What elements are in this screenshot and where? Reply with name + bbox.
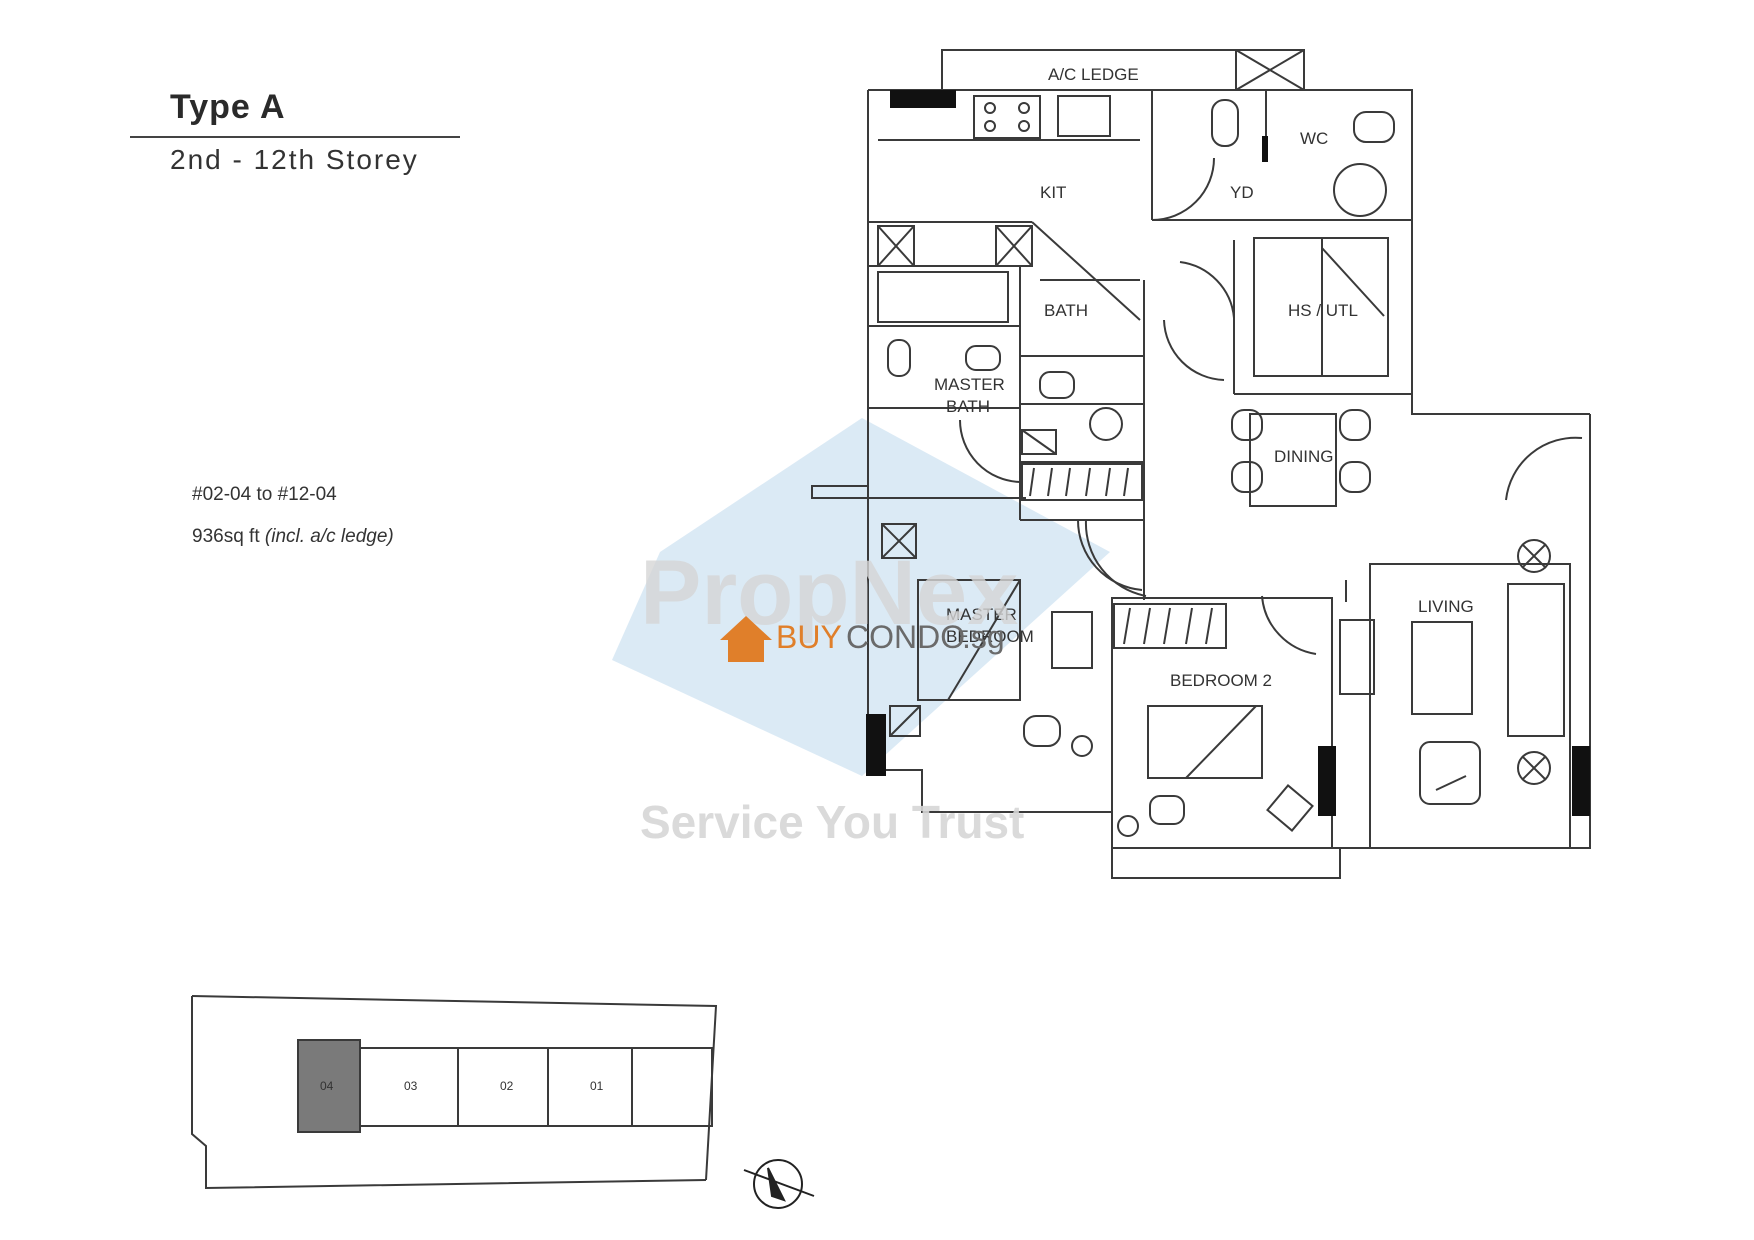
watermark-tagline: Service You Trust bbox=[640, 796, 1024, 848]
keyplan-unit-03: 03 bbox=[404, 1079, 418, 1093]
header-divider bbox=[130, 136, 460, 138]
watermark-site-part2: CONDO bbox=[846, 619, 965, 655]
keyplan-unit-02: 02 bbox=[500, 1079, 514, 1093]
room-ac-ledge: A/C LEDGE bbox=[1048, 65, 1139, 84]
room-wc: WC bbox=[1300, 129, 1328, 148]
watermark-site-logo: BUY CONDO .sg bbox=[720, 616, 1005, 662]
watermark-brand: PropNex bbox=[640, 542, 1018, 644]
unit-area: 936sq ft bbox=[192, 526, 260, 547]
keyplan-unit-01: 01 bbox=[590, 1079, 604, 1093]
north-arrow-icon bbox=[743, 1159, 815, 1209]
unit-range: #02-04 to #12-04 bbox=[192, 484, 337, 505]
keyplan-unit-04: 04 bbox=[320, 1079, 334, 1093]
house-icon bbox=[720, 616, 772, 662]
room-bath: BATH bbox=[1044, 301, 1088, 320]
room-hs-util: HS / UTL bbox=[1288, 301, 1358, 320]
plan-walls bbox=[811, 49, 1591, 879]
watermark-site-part1: BUY bbox=[776, 619, 842, 655]
room-master-bath-1: MASTER bbox=[934, 375, 1005, 394]
room-kitchen: KIT bbox=[1040, 183, 1066, 202]
type-label: Type A bbox=[170, 88, 286, 126]
unit-area-note: (incl. a/c ledge) bbox=[264, 526, 394, 547]
room-master-bedroom-2: BEDROOM bbox=[946, 627, 1034, 646]
watermark-diamond bbox=[612, 418, 1110, 776]
room-yard: YD bbox=[1230, 183, 1254, 202]
keyplan-highlight-unit bbox=[297, 1039, 361, 1133]
storey-label: 2nd - 12th Storey bbox=[170, 144, 419, 175]
key-plan bbox=[191, 995, 718, 1190]
structural-columns bbox=[866, 90, 1590, 816]
room-master-bedroom-1: MASTER bbox=[946, 605, 1017, 624]
unit-area-line: 936sq ft (incl. a/c ledge) bbox=[192, 526, 394, 548]
room-dining: DINING bbox=[1274, 447, 1334, 466]
room-living: LIVING bbox=[1418, 597, 1474, 616]
watermark-site-part3: .sg bbox=[962, 619, 1005, 655]
room-master-bath-2: BATH bbox=[946, 397, 990, 416]
room-bedroom-2: BEDROOM 2 bbox=[1170, 671, 1272, 690]
